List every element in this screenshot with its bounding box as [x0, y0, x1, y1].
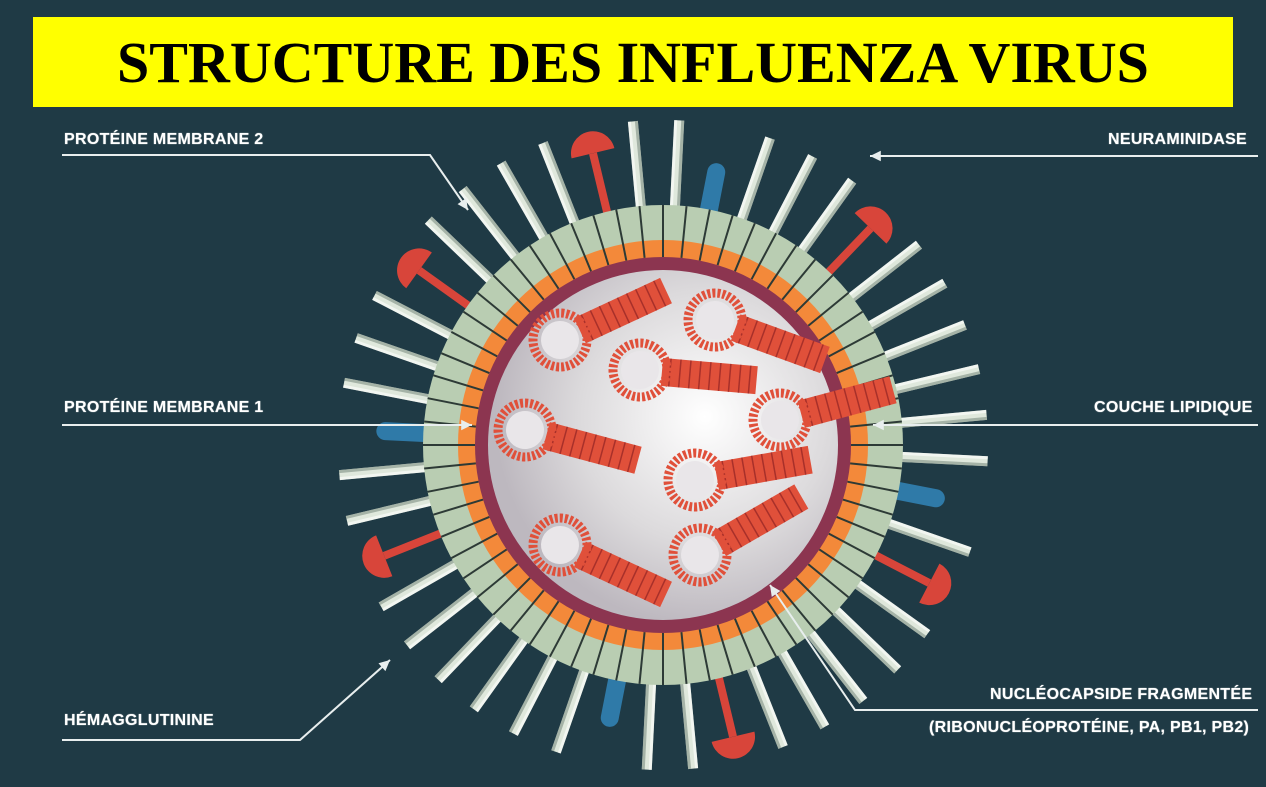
label-proteine-membrane-2: PROTÉINE MEMBRANE 2 — [64, 131, 264, 149]
title-banner: STRUCTURE DES INFLUENZA VIRUS — [33, 17, 1233, 107]
label-nucleocapside-detail: (RIBONUCLÉOPROTÉINE, PA, PB1, PB2) — [929, 719, 1249, 737]
pointer-proteine-membrane-2 — [62, 155, 468, 210]
label-neuraminidase: NEURAMINIDASE — [1108, 131, 1247, 149]
label-nucleocapside: NUCLÉOCAPSIDE FRAGMENTÉE — [990, 686, 1252, 704]
label-hemagglutinine: HÉMAGGLUTININE — [64, 712, 214, 730]
label-couche-lipidique: COUCHE LIPIDIQUE — [1094, 399, 1253, 417]
label-proteine-membrane-1: PROTÉINE MEMBRANE 1 — [64, 399, 264, 417]
page-title: STRUCTURE DES INFLUENZA VIRUS — [117, 29, 1149, 96]
pointer-neuraminidase-arrowhead — [870, 151, 881, 161]
